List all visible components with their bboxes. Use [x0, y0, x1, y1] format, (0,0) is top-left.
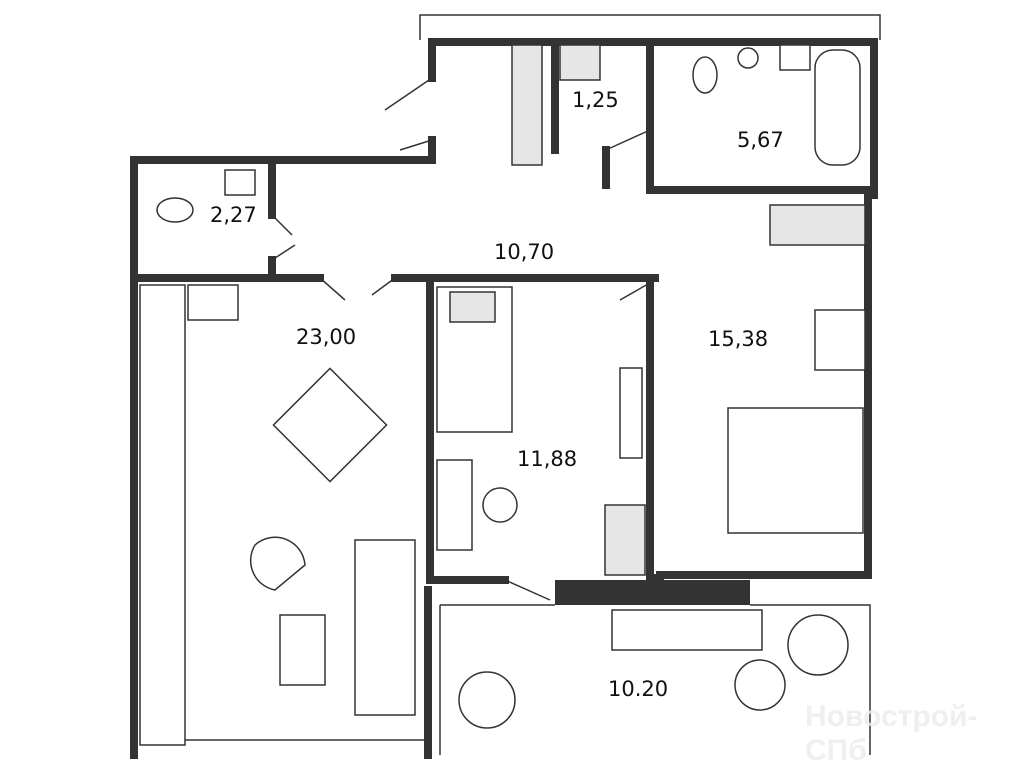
chair — [482, 487, 518, 523]
kitchen-sink — [187, 284, 239, 321]
coffee-table — [279, 614, 326, 686]
doors — [271, 77, 656, 601]
balcony-table — [734, 659, 786, 711]
dresser — [814, 309, 866, 371]
armchair — [787, 614, 849, 676]
outer-line — [419, 14, 881, 40]
room-area-hallway: 10,70 — [494, 240, 555, 264]
armchair — [249, 536, 306, 591]
kitchen-counter — [139, 284, 186, 746]
washing-machine — [737, 47, 759, 69]
pillow — [449, 291, 496, 323]
closet-shelf — [511, 44, 543, 166]
sink — [779, 44, 811, 71]
toilet — [692, 56, 718, 94]
dining-table — [272, 367, 388, 483]
watermark: Новострой-СПб — [805, 700, 978, 767]
sink — [224, 169, 256, 196]
room-area-kitchen-living: 23,00 — [296, 325, 357, 349]
desk — [436, 459, 473, 551]
shelf — [604, 504, 646, 576]
armchair — [458, 671, 516, 729]
shelf — [769, 204, 866, 246]
balcony-wall — [555, 580, 750, 605]
bathtub — [814, 49, 861, 166]
room-area-balcony: 10.20 — [608, 677, 669, 701]
closet-shelf — [559, 44, 601, 81]
room-area-bedroom-small: 11,88 — [517, 447, 578, 471]
walls — [130, 38, 878, 759]
room-area-closet: 1,25 — [572, 88, 619, 112]
bed — [727, 407, 864, 534]
sofa — [354, 539, 416, 716]
balcony-sofa — [611, 609, 763, 651]
room-area-bathroom: 5,67 — [737, 128, 784, 152]
room-area-bedroom-large: 15,38 — [708, 327, 769, 351]
room-area-toilet: 2,27 — [210, 203, 257, 227]
wardrobe — [619, 367, 643, 459]
balcony-outline — [185, 604, 871, 755]
toilet — [156, 197, 194, 223]
